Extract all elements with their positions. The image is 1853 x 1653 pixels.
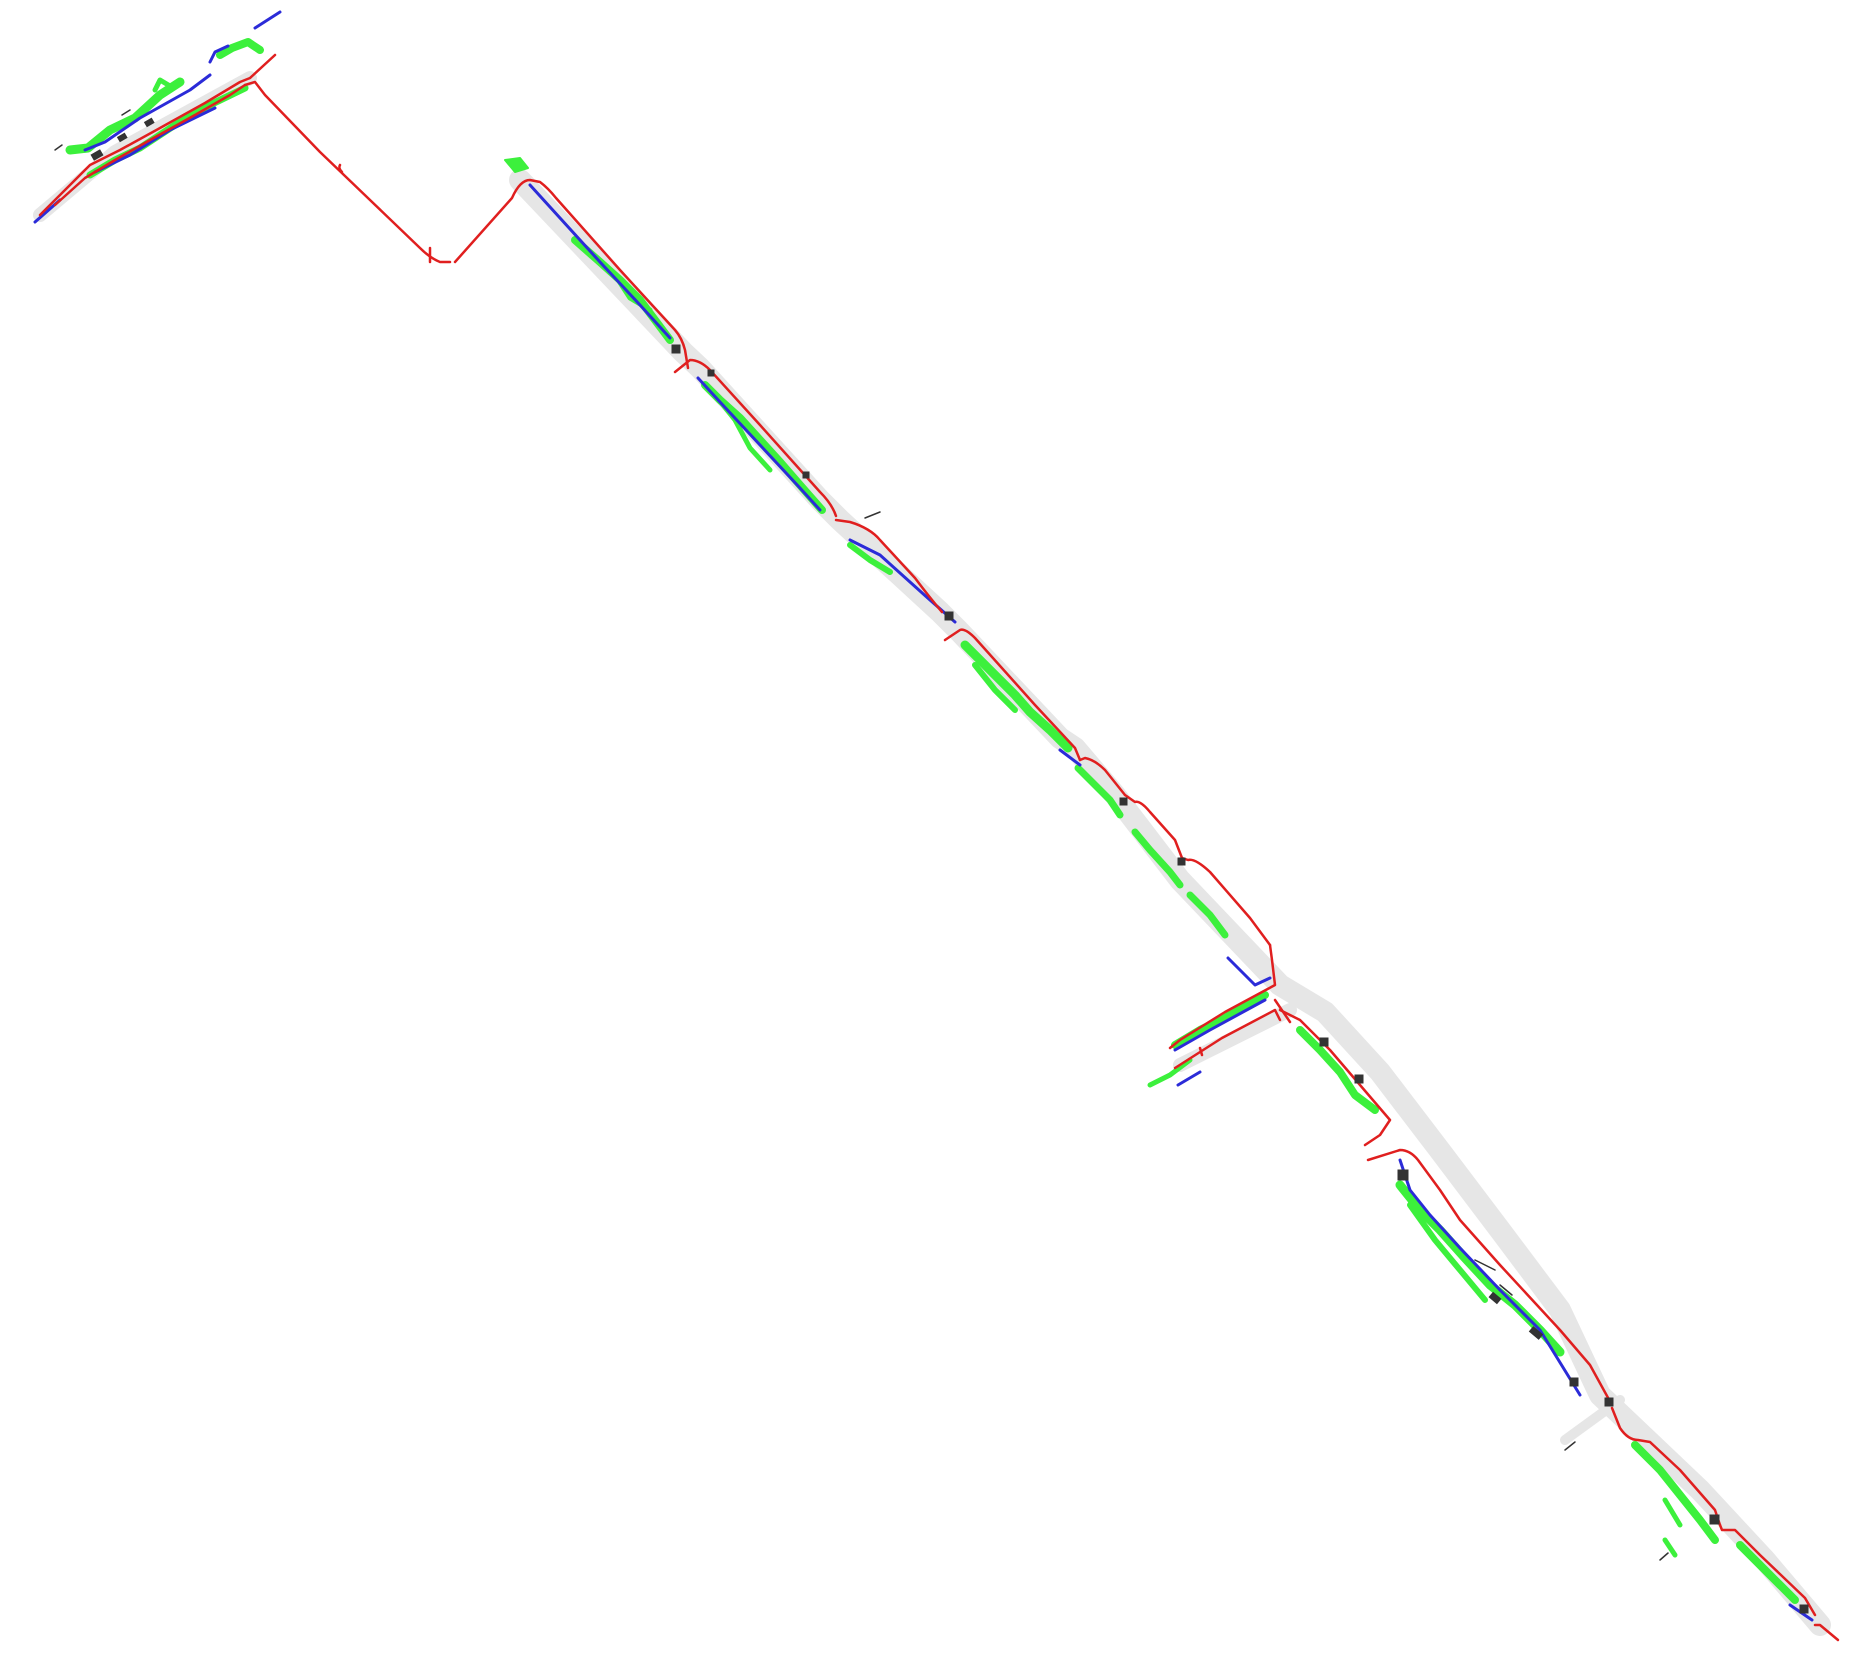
road-edge (1173, 998, 1267, 1052)
road-centerline (453, 178, 690, 370)
vehicle-marker (1488, 1291, 1502, 1305)
road-edge (1226, 956, 1272, 987)
vegetation-layer (65, 38, 1799, 1604)
vehicle-marker (1354, 1074, 1364, 1084)
vehicle-marker (143, 117, 155, 128)
vegetation-patch (65, 77, 185, 155)
object-layer (54, 109, 1809, 1614)
road-centerline (943, 628, 1082, 762)
vehicle-marker (1799, 1604, 1809, 1614)
vehicle-marker (1569, 1377, 1579, 1387)
vehicle-marker (1604, 1397, 1614, 1407)
vehicle-marker (1119, 797, 1128, 806)
vegetation-patch (152, 77, 173, 93)
road-mark (121, 109, 131, 116)
road-mark (1499, 1284, 1513, 1296)
vegetation-patch (1131, 828, 1184, 889)
vehicle-marker (1528, 1326, 1544, 1340)
road-centerline (38, 76, 252, 217)
pavement-segment (1560, 1395, 1625, 1445)
pavement-segment (1173, 1003, 1297, 1072)
vehicle-marker (90, 149, 104, 161)
vegetation-patch (960, 640, 1073, 753)
vehicle-marker (1709, 1514, 1720, 1525)
road-centerline (1610, 1406, 1722, 1527)
vehicle-marker (1177, 857, 1186, 866)
road-edge (696, 376, 822, 512)
road-centerline (53, 83, 247, 207)
road-centerline-layer (38, 53, 1840, 1642)
vegetation-patch (847, 542, 893, 575)
road-centerline (1278, 1008, 1392, 1147)
vehicle-marker (802, 471, 810, 479)
road-centerline (1273, 998, 1292, 1024)
vehicle-marker (671, 344, 681, 354)
vehicle-marker (944, 611, 954, 621)
road-centerline (1173, 1008, 1282, 1070)
vegetation-patch (1631, 1441, 1719, 1544)
vehicle-marker (1319, 1037, 1329, 1047)
road-edge (253, 10, 282, 30)
road-centerline (1168, 943, 1277, 1050)
road-edge (83, 73, 212, 152)
road-mark (1474, 1259, 1496, 1271)
vehicle-marker (1397, 1169, 1409, 1181)
road-centerline (1198, 1046, 1204, 1057)
road-centerline (248, 53, 277, 80)
road-mark (864, 511, 881, 519)
road-centerline (1123, 793, 1184, 860)
vegetation-patch (1296, 1026, 1379, 1114)
road-edge (1398, 1158, 1582, 1397)
road-centerline (1813, 1623, 1840, 1642)
road-centerline (243, 80, 452, 264)
vegetation-patch (1662, 1537, 1678, 1558)
road-edge (1058, 748, 1082, 767)
road-edge (1176, 1070, 1202, 1087)
vegetation-patch (1147, 1057, 1193, 1088)
vegetation-patch (1171, 991, 1269, 1049)
road-edge (208, 44, 230, 64)
road-centerline (338, 163, 344, 174)
road-edge (93, 106, 217, 174)
road-centerline (834, 518, 944, 614)
road-edge (528, 183, 672, 340)
vegetation-patch (1736, 1541, 1799, 1604)
vehicle-marker (707, 369, 715, 377)
pavement-layer (33, 71, 1831, 1636)
vegetation-patch (1074, 764, 1124, 819)
road-mark (1564, 1441, 1576, 1451)
vegetation-patch (216, 38, 264, 59)
road-centerline (1078, 756, 1127, 797)
road-centerline (1366, 1148, 1614, 1407)
road-edge-layer (33, 10, 1814, 1622)
road-mark (1659, 1552, 1669, 1561)
road-centerline (1718, 1523, 1817, 1617)
vegetation-patch (1407, 1202, 1488, 1303)
vegetation-patch (1186, 891, 1229, 939)
vehicle-marker (116, 132, 128, 143)
road-centerline (673, 358, 838, 518)
road-mark (54, 144, 63, 151)
vegetation-patch (972, 662, 1018, 713)
road-centerline (1180, 856, 1272, 947)
vegetation-patch (504, 157, 529, 173)
vegetation-patch (1662, 1497, 1683, 1528)
